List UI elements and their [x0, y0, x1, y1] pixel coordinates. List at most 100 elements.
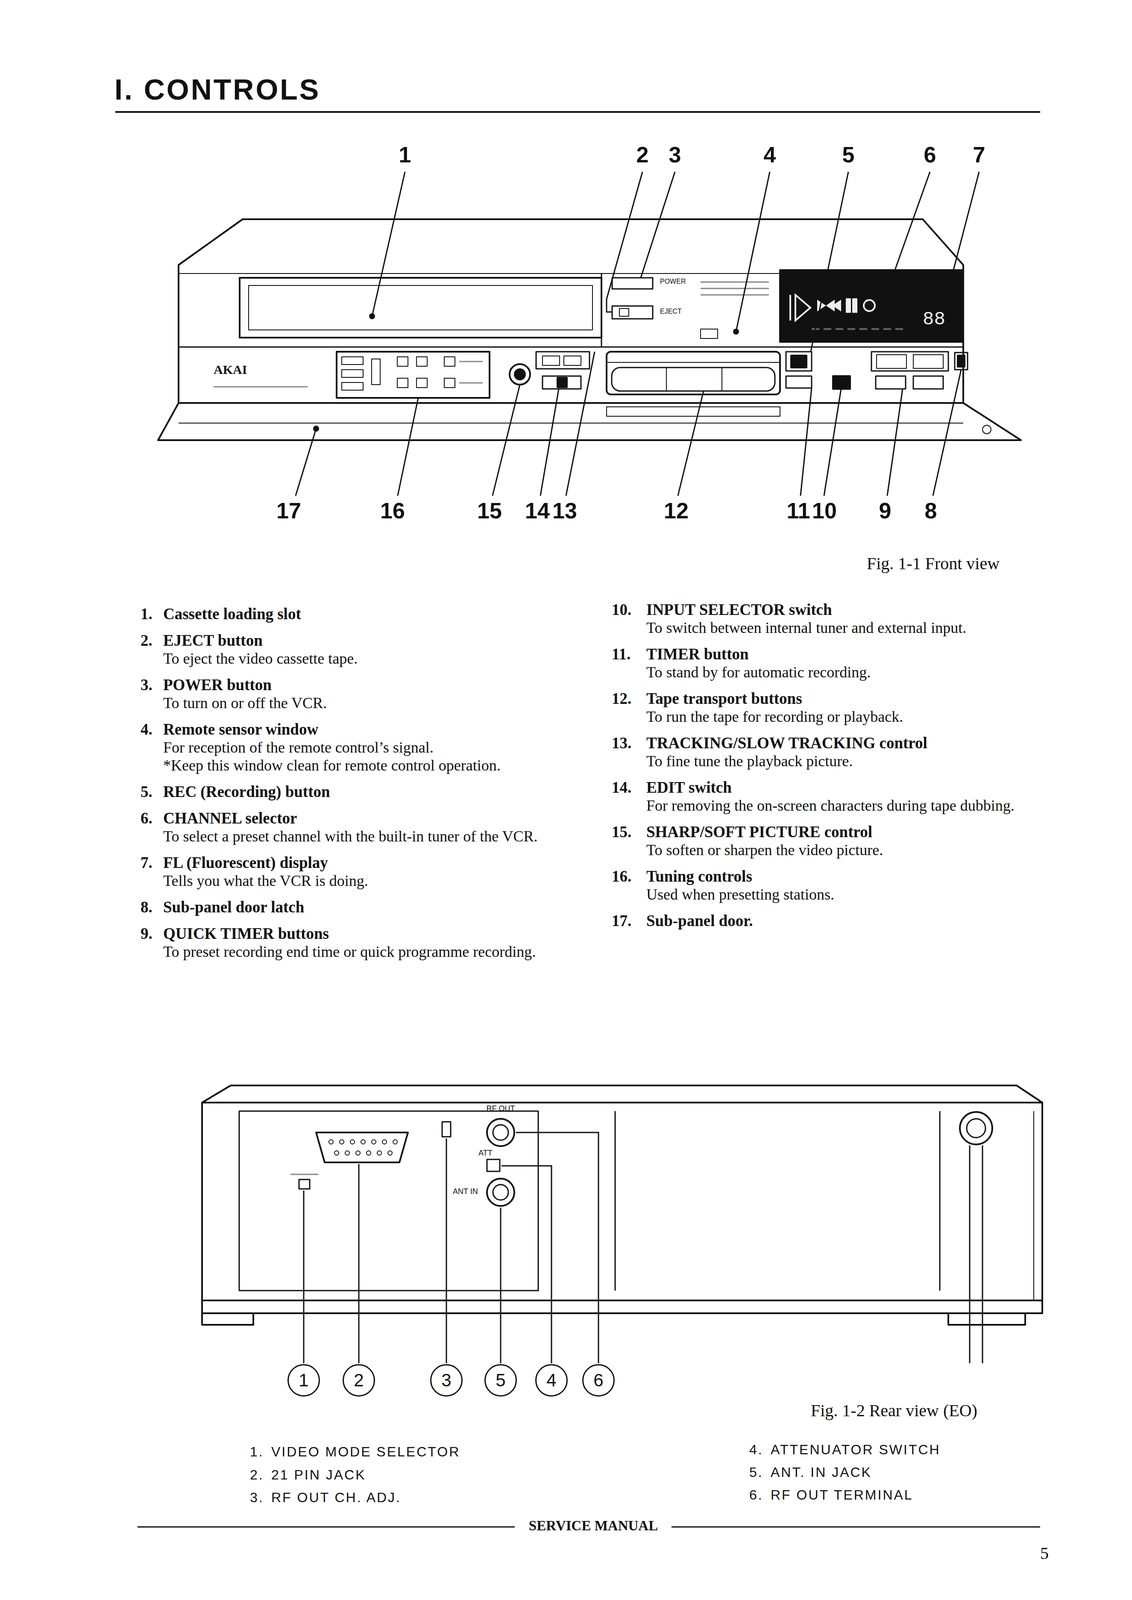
vcr-front-drawing-part	[612, 277, 653, 289]
display-symbols-part	[833, 301, 841, 310]
vcr-front-drawing-part	[619, 308, 629, 317]
vcr-rear-drawing-part	[959, 1111, 993, 1144]
vcr-rear-drawing-part	[969, 1144, 971, 1363]
part-number: 5.	[749, 1463, 764, 1480]
leader-line-part	[677, 390, 704, 496]
callout-circle: 5	[484, 1363, 517, 1396]
vcr-front-drawing-part	[876, 354, 907, 369]
page-number: 5	[1040, 1542, 1049, 1563]
item-description: *Keep this window clean for remote contr…	[163, 756, 566, 775]
item-body: EDIT switchFor removing the on-screen ch…	[646, 778, 1047, 815]
vcr-front-drawing-part	[248, 285, 593, 330]
item-number: 1.	[140, 604, 164, 623]
leader-line-part	[358, 1163, 360, 1363]
callout-number: 1	[398, 142, 412, 168]
vcr-rear-drawing-part	[328, 1139, 398, 1155]
vcr-front-drawing-part	[536, 351, 590, 369]
callout-number: 4	[763, 142, 777, 168]
callout-number: 14	[524, 498, 550, 524]
display-symbols-part	[863, 299, 875, 311]
rule-part	[115, 111, 1041, 113]
display-symbols-part	[795, 294, 811, 321]
vcr-rear-drawing-part-part	[328, 1139, 334, 1144]
item-body: POWER buttonTo turn on or off the VCR.	[163, 675, 566, 712]
vcr-rear-drawing-part	[486, 1178, 515, 1206]
part-number: 4.	[749, 1441, 764, 1458]
connector-label: ANT IN	[452, 1186, 479, 1196]
callout-number: 6	[923, 142, 937, 168]
callout-number: 13	[552, 498, 578, 524]
item-number: 3.	[140, 675, 164, 712]
leader-line	[303, 1132, 599, 1363]
item-body: Remote sensor windowFor reception of the…	[163, 720, 566, 775]
vcr-rear-drawing-part-part	[355, 1150, 361, 1155]
vcr-front-drawing-part	[444, 378, 455, 388]
callout-number: 5	[842, 142, 855, 168]
leader-line-part	[824, 388, 842, 496]
vcr-front-drawing-part	[178, 346, 964, 348]
callout-number: 11	[786, 498, 811, 524]
item-number: 17.	[611, 911, 647, 930]
leader-dot	[313, 313, 376, 432]
page-title: I. CONTROLS	[114, 73, 321, 106]
vcr-rear-drawing-part-part	[392, 1139, 398, 1144]
vcr-front-drawing-part	[542, 375, 581, 389]
list-item: 17.Sub-panel door.	[611, 911, 1047, 930]
vcr-front-drawing-part	[785, 375, 812, 388]
item-heading: TIMER button	[646, 645, 1047, 663]
item-body: INPUT SELECTOR switchTo switch between i…	[646, 600, 1047, 637]
vcr-front-drawing-part	[913, 375, 944, 389]
vcr-rear-drawing-part-part	[350, 1139, 355, 1144]
vcr-rear-drawing-part-part	[360, 1139, 366, 1144]
item-description: Tells you what the VCR is doing.	[163, 871, 566, 890]
vcr-rear-drawing-part	[299, 1178, 310, 1189]
vcr-front-drawing-part	[954, 352, 968, 370]
item-number: 2.	[140, 631, 164, 668]
vcr-front-drawing-part	[700, 281, 769, 283]
vcr-front-drawing-part	[606, 361, 781, 363]
vcr-front-drawing-part	[700, 328, 718, 339]
item-body: QUICK TIMER buttonsTo preset recording e…	[163, 924, 566, 961]
vcr-front-drawing-part	[509, 363, 531, 385]
vcr-front-drawing-part	[611, 367, 775, 391]
list-item: 13.TRACKING/SLOW TRACKING controlTo fine…	[611, 733, 1047, 770]
vcr-rear-drawing-part	[316, 1132, 408, 1162]
list-item: 10.INPUT SELECTOR switchTo switch betwee…	[611, 600, 1047, 637]
item-number: 7.	[140, 853, 164, 890]
leader-line-part	[492, 384, 520, 496]
vcr-rear-drawing-part	[492, 1184, 509, 1200]
list-item: 8.Sub-panel door latch	[140, 897, 566, 916]
vcr-front-drawing-part	[606, 351, 781, 395]
vcr-rear-drawing-part	[948, 1312, 1026, 1325]
vcr-rear-drawing-part	[492, 1124, 509, 1140]
part-number: 1.	[249, 1443, 264, 1460]
vcr-front-drawing-part	[612, 305, 653, 319]
vcr-front-drawing-part	[341, 356, 364, 365]
item-body: Sub-panel door.	[646, 911, 1047, 930]
item-number: 9.	[140, 924, 164, 961]
item-description: To switch between internal tuner and ext…	[646, 618, 1047, 637]
item-heading: Cassette loading slot	[163, 604, 566, 623]
vcr-rear-drawing-part	[202, 1312, 254, 1325]
part-name: ANT. IN JACK	[770, 1463, 872, 1480]
item-number: 11.	[611, 645, 647, 681]
list-item: 4.Remote sensor windowFor reception of t…	[140, 720, 566, 775]
item-description: For reception of the remote control’s si…	[163, 738, 566, 757]
vcr-front-drawing-part	[459, 382, 483, 384]
display-symbols-part	[811, 328, 906, 330]
item-body: REC (Recording) button	[163, 782, 566, 801]
callout-number: 5	[495, 1370, 506, 1389]
vcr-rear-drawing-part	[202, 1085, 1043, 1103]
item-body: TRACKING/SLOW TRACKING controlTo fine tu…	[646, 733, 1047, 770]
vcr-front-drawing	[158, 219, 1021, 440]
vcr-front-drawing-part	[459, 360, 483, 363]
button-label: POWER	[659, 277, 686, 286]
list-item: 16.Tuning controlsUsed when presetting s…	[611, 867, 1047, 904]
callout-number: 3	[441, 1370, 452, 1389]
vcr-front-drawing-part	[665, 367, 667, 391]
item-number: 8.	[140, 897, 164, 916]
vcr-front-drawing-part	[178, 422, 964, 424]
item-heading: Tape transport buttons	[646, 689, 1047, 708]
item-body: Cassette loading slot	[163, 604, 566, 623]
vcr-front-drawing-part	[444, 356, 455, 367]
